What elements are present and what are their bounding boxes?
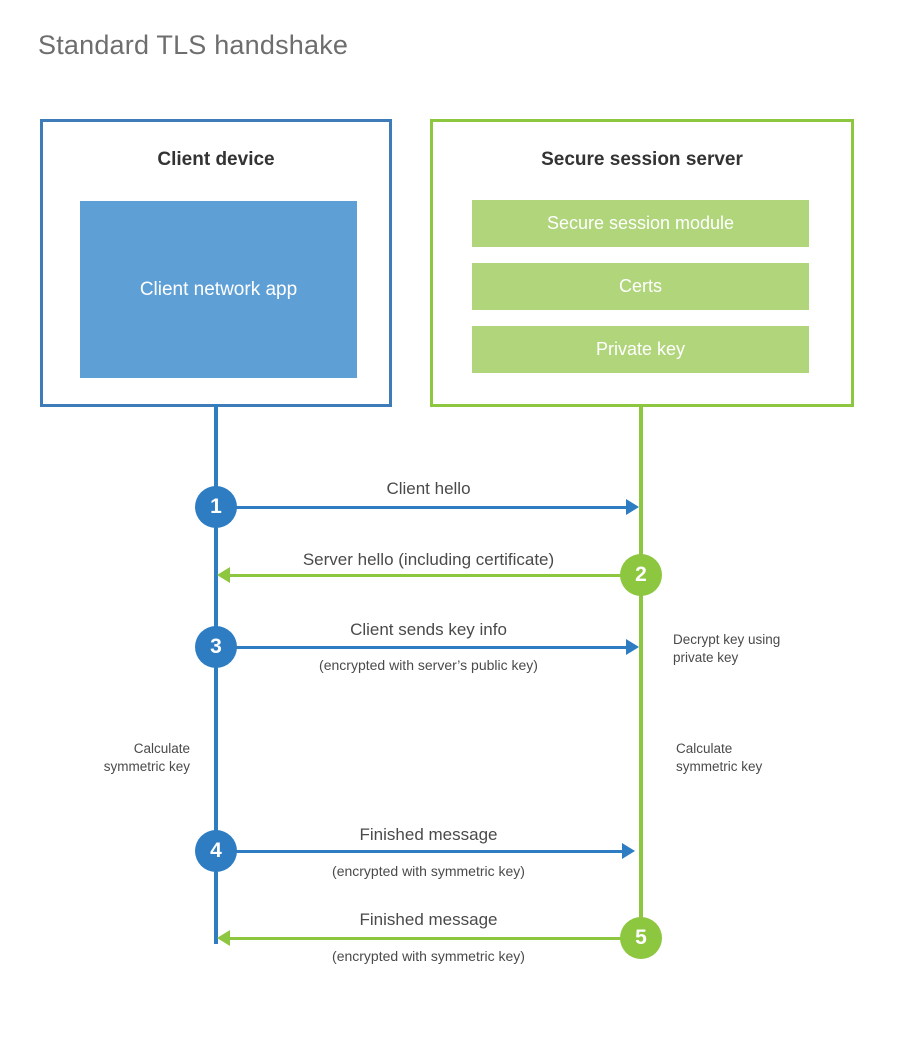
step-5-arrow-head-icon (217, 930, 230, 946)
step-1-arrow-head-icon (626, 499, 639, 515)
step-marker-5: 5 (620, 917, 662, 959)
step-2-arrow-head-icon (217, 567, 230, 583)
secure-session-server-panel: Secure session server Secure session mod… (430, 119, 854, 407)
step-2-label: Server hello (including certificate) (302, 550, 555, 569)
step-5-arrow-line (230, 937, 641, 940)
step-marker-2: 2 (620, 554, 662, 596)
step-2-arrow-line (230, 574, 641, 577)
secure-session-server-title: Secure session server (541, 149, 743, 170)
step-1-label: Client hello (386, 479, 471, 498)
step-4-arrow-head-icon (622, 843, 635, 859)
step-4-label: Finished message (359, 825, 498, 844)
client-calc-note-line-1: Calculate (133, 741, 190, 756)
step-3-sub-label: (encrypted with server’s public key) (319, 657, 538, 673)
client-lifeline (214, 404, 218, 944)
step-marker-4: 4 (195, 830, 237, 872)
decrypt-key-note: Decrypt key using private key (673, 631, 858, 667)
client-device-panel: Client device Client network app (40, 119, 392, 407)
server-row-certs: Certs (472, 263, 809, 310)
step-marker-3: 3 (195, 626, 237, 668)
server-calculate-symmetric-key-note: Calculate symmetric key (676, 740, 861, 776)
step-3-label: Client sends key info (350, 620, 507, 639)
client-device-title: Client device (157, 149, 275, 170)
server-calc-note-line-1: Calculate (676, 741, 733, 756)
server-row-secure-session-module: Secure session module (472, 200, 809, 247)
server-lifeline (639, 404, 643, 941)
step-1-arrow-line (216, 506, 626, 509)
decrypt-key-note-line-1: Decrypt key using (673, 632, 781, 647)
step-4-sub-label: (encrypted with symmetric key) (332, 863, 525, 879)
server-calc-note-line-2: symmetric key (676, 758, 763, 774)
step-4-arrow-line (216, 850, 622, 853)
decrypt-key-note-line-2: private key (673, 649, 739, 665)
step-3-arrow-head-icon (626, 639, 639, 655)
client-calc-note-line-2: symmetric key (103, 758, 190, 774)
step-3-arrow-line (216, 646, 626, 649)
client-network-app-block: Client network app (80, 201, 357, 378)
client-calculate-symmetric-key-note: Calculate symmetric key (30, 740, 190, 776)
server-row-private-key: Private key (472, 326, 809, 373)
step-5-label: Finished message (359, 910, 498, 929)
step-marker-1: 1 (195, 486, 237, 528)
page-title: Standard TLS handshake (38, 30, 349, 60)
step-5-sub-label: (encrypted with symmetric key) (332, 948, 525, 964)
